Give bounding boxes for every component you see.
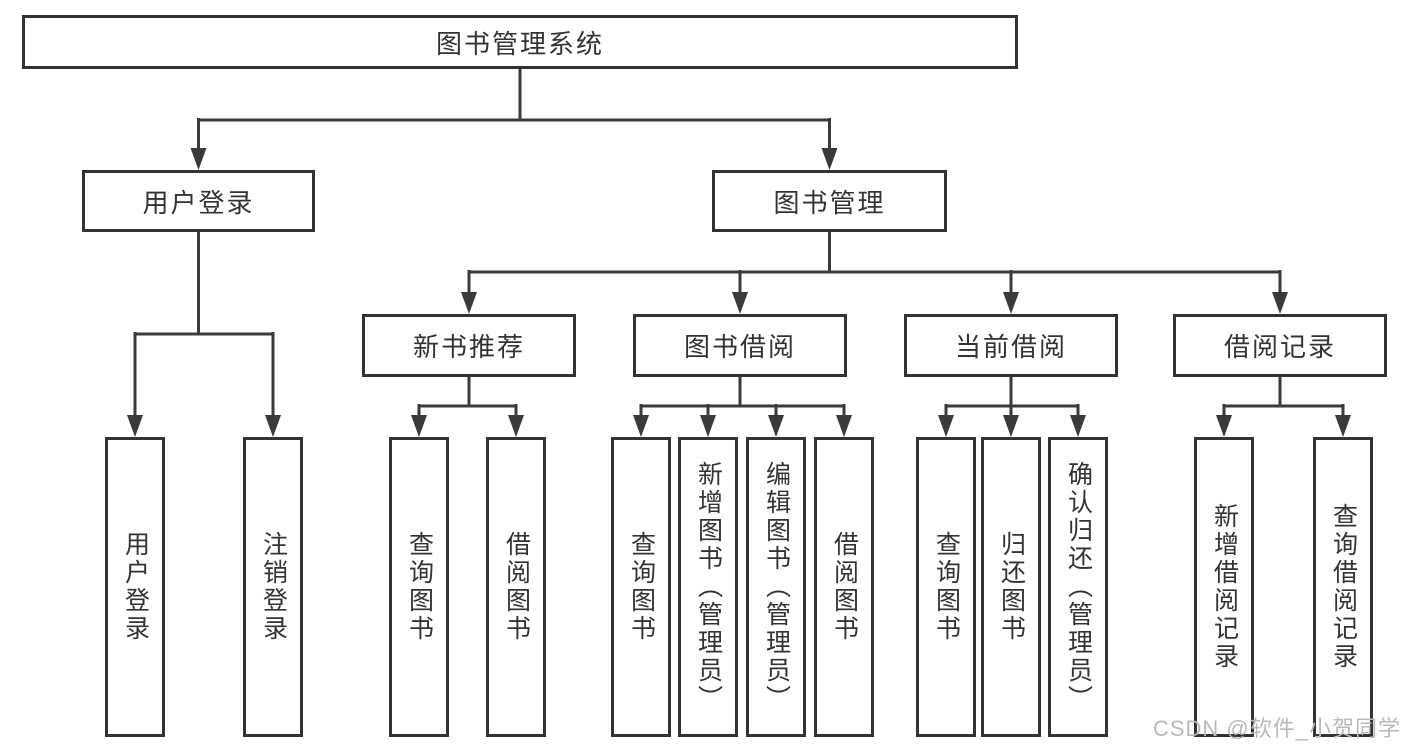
node-borrow-records: 借阅记录	[1173, 314, 1387, 377]
leaf-user-login-label: 用户登录	[121, 531, 150, 643]
node-library-system-label: 图书管理系统	[435, 28, 604, 59]
leaf-current-query-books: 查询图书	[916, 437, 976, 737]
leaf-borrow-query-books: 查询图书	[611, 437, 671, 737]
node-book-borrow-label: 图书借阅	[683, 332, 796, 362]
leaf-logout-label: 注销登录	[259, 531, 288, 643]
node-current-borrow: 当前借阅	[904, 314, 1118, 377]
csdn-watermark: CSDN @软件_小贺同学	[1152, 716, 1401, 741]
node-library-system: 图书管理系统	[22, 15, 1018, 69]
node-book-management: 图书管理	[712, 170, 947, 232]
node-book-borrow: 图书借阅	[633, 314, 847, 377]
leaf-add-books-admin-label: 新增图书（管理员）	[694, 461, 723, 713]
node-current-borrow-label: 当前借阅	[954, 332, 1067, 362]
leaf-user-login: 用户登录	[105, 437, 165, 737]
node-new-book-recommend-label: 新书推荐	[412, 332, 525, 362]
leaf-add-books-admin: 新增图书（管理员）	[678, 437, 738, 737]
node-new-book-recommend: 新书推荐	[362, 314, 576, 377]
leaf-borrow-query-books-label: 查询图书	[627, 531, 656, 643]
leaf-current-query-books-label: 查询图书	[932, 531, 961, 643]
leaf-recommend-query-books: 查询图书	[389, 437, 449, 737]
node-user-login: 用户登录	[82, 170, 315, 232]
leaf-borrow-books: 借阅图书	[814, 437, 874, 737]
leaf-edit-books-admin: 编辑图书（管理员）	[746, 437, 806, 737]
leaf-add-borrow-record: 新增借阅记录	[1194, 437, 1254, 737]
leaf-recommend-borrow-books-label: 借阅图书	[502, 531, 531, 643]
leaf-confirm-return-admin-label: 确认归还（管理员）	[1064, 461, 1093, 713]
leaf-logout: 注销登录	[243, 437, 303, 737]
leaf-query-borrow-record: 查询借阅记录	[1313, 437, 1373, 737]
leaf-add-borrow-record-label: 新增借阅记录	[1210, 503, 1239, 671]
node-borrow-records-label: 借阅记录	[1223, 332, 1336, 362]
leaf-recommend-query-books-label: 查询图书	[405, 531, 434, 643]
leaf-borrow-books-label: 借阅图书	[830, 531, 859, 643]
leaf-query-borrow-record-label: 查询借阅记录	[1329, 503, 1358, 671]
leaf-return-books-label: 归还图书	[997, 531, 1026, 643]
leaf-confirm-return-admin: 确认归还（管理员）	[1048, 437, 1108, 737]
node-book-management-label: 图书管理	[773, 187, 886, 218]
leaf-recommend-borrow-books: 借阅图书	[486, 437, 546, 737]
leaf-return-books: 归还图书	[981, 437, 1041, 737]
leaf-edit-books-admin-label: 编辑图书（管理员）	[762, 461, 791, 713]
node-user-login-label: 用户登录	[142, 187, 255, 218]
